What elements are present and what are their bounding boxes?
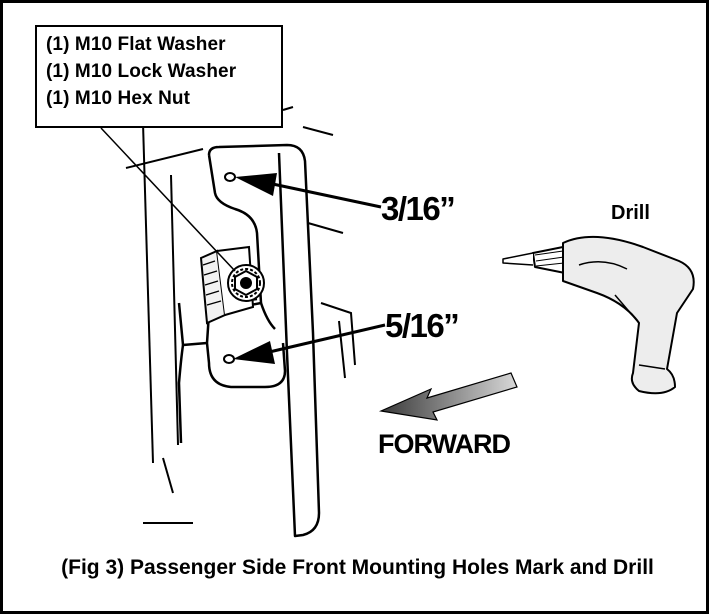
parts-item-flat-washer: (1) M10 Flat Washer — [46, 34, 226, 55]
mounting-diagram — [100, 106, 695, 538]
parts-item-lock-washer: (1) M10 Lock Washer — [46, 61, 237, 82]
parts-leader-line — [100, 127, 236, 272]
lower-hole-size-label: 5/16” — [385, 307, 460, 344]
hex-nut-assembly — [199, 245, 265, 325]
upper-hole-size-label: 3/16” — [381, 190, 456, 227]
frame-rail-lines — [125, 106, 356, 524]
forward-arrow — [378, 372, 518, 421]
mounting-bracket — [177, 143, 321, 538]
drill-icon — [502, 235, 695, 395]
forward-label: FORWARD — [378, 429, 511, 459]
figure-caption: (Fig 3) Passenger Side Front Mounting Ho… — [61, 556, 654, 579]
drill-label: Drill — [611, 202, 650, 224]
parts-item-hex-nut: (1) M10 Hex Nut — [46, 88, 191, 109]
parts-list-box: (1) M10 Flat Washer (1) M10 Lock Washer … — [35, 25, 283, 128]
dimension-arrows — [233, 173, 386, 364]
